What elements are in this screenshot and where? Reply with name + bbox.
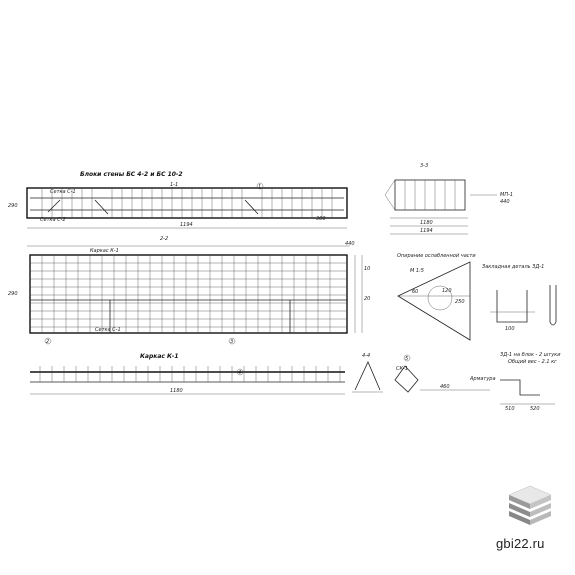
zd1-lower: ЗД-1 на блок - 2 штуки Общий вес - 2.1 к… [403, 352, 561, 412]
mesh-horizontal [30, 262, 347, 328]
section-2-2: 2-2 Каркас К-1 Сетка С-1 [8, 236, 370, 345]
label-karkas-k1: Каркас К-1 [90, 248, 119, 254]
section-label-4-4: 4-4 [362, 353, 370, 359]
dim-1194-top: 1194 [180, 222, 193, 228]
zd-weight: Общий вес - 2.1 кг [508, 359, 557, 365]
dim-1180: 1180 [420, 220, 433, 226]
label-sk1: СК-1 [396, 366, 408, 372]
mesh-vertical [41, 255, 331, 333]
dim-460: 460 [440, 384, 450, 390]
label-setka-s2: Сетка С-2 [40, 217, 66, 223]
dim-100-zd: 100 [505, 326, 515, 332]
stirrups-top [41, 188, 333, 218]
dim-510: 510 [505, 406, 515, 412]
section-label-2-2: 2-2 [160, 236, 168, 242]
site-watermark: gbi22.ru [496, 536, 545, 551]
gbi-logo-icon [508, 485, 552, 525]
section-label-3-3: 3-3 [420, 163, 428, 169]
label-mp1: МП-1 [500, 192, 513, 198]
callout-2: 2 [46, 339, 49, 345]
section-3-3: 3-3 1180 1194 МП-1 440 [384, 163, 513, 235]
callout-5: 5 [405, 356, 408, 362]
dim-10: 10 [364, 266, 370, 272]
opiranie-detail: Опирание ослабленной части М 1:5 60 120 … [397, 253, 476, 341]
label-setka-s1-lower: Сетка С-1 [95, 327, 121, 333]
callout-3: 3 [230, 339, 233, 345]
opiranie-scale: М 1:5 [410, 268, 424, 274]
dim-290-mid: 290 [8, 291, 18, 297]
label-setka-s1: Сетка С-1 [50, 189, 76, 195]
dim-250: 250 [455, 299, 465, 305]
callout-4: 4 [238, 370, 241, 376]
dim-1194-right: 1194 [420, 228, 433, 234]
dim-1180-karkas: 1180 [170, 388, 183, 394]
dim-60: 60 [412, 289, 418, 295]
zd1-title: Закладная деталь ЗД-1 [482, 264, 544, 270]
dim-300: 300 [316, 216, 326, 222]
dim-290-left: 290 [8, 203, 18, 209]
opiranie-title: Опирание ослабленной части [397, 253, 476, 259]
drawing-title: Блоки стены БС 4-2 и БС 10-2 [80, 171, 183, 178]
section-4-4: 4-4 СК-1 [352, 353, 419, 393]
zd-note: ЗД-1 на блок - 2 штуки [500, 352, 561, 358]
section-label-1-1: 1-1 [170, 182, 178, 188]
callout-1: 1 [258, 184, 261, 190]
dim-440-mid: 440 [345, 241, 355, 247]
dim-520: 520 [530, 406, 540, 412]
dim-120: 120 [442, 288, 452, 294]
zd1-detail: Закладная деталь ЗД-1 100 [482, 264, 557, 332]
label-armatura: Арматура [469, 376, 496, 382]
dim-440-right: 440 [500, 199, 510, 205]
section-1-1: 1-1 Сетка С-1 Сетка С-2 290 300 1 [8, 182, 348, 229]
karkas-title: Каркас К-1 [140, 353, 179, 360]
karkas-k1: Каркас К-1 1180 4 [30, 353, 345, 395]
dim-20: 20 [364, 296, 370, 302]
